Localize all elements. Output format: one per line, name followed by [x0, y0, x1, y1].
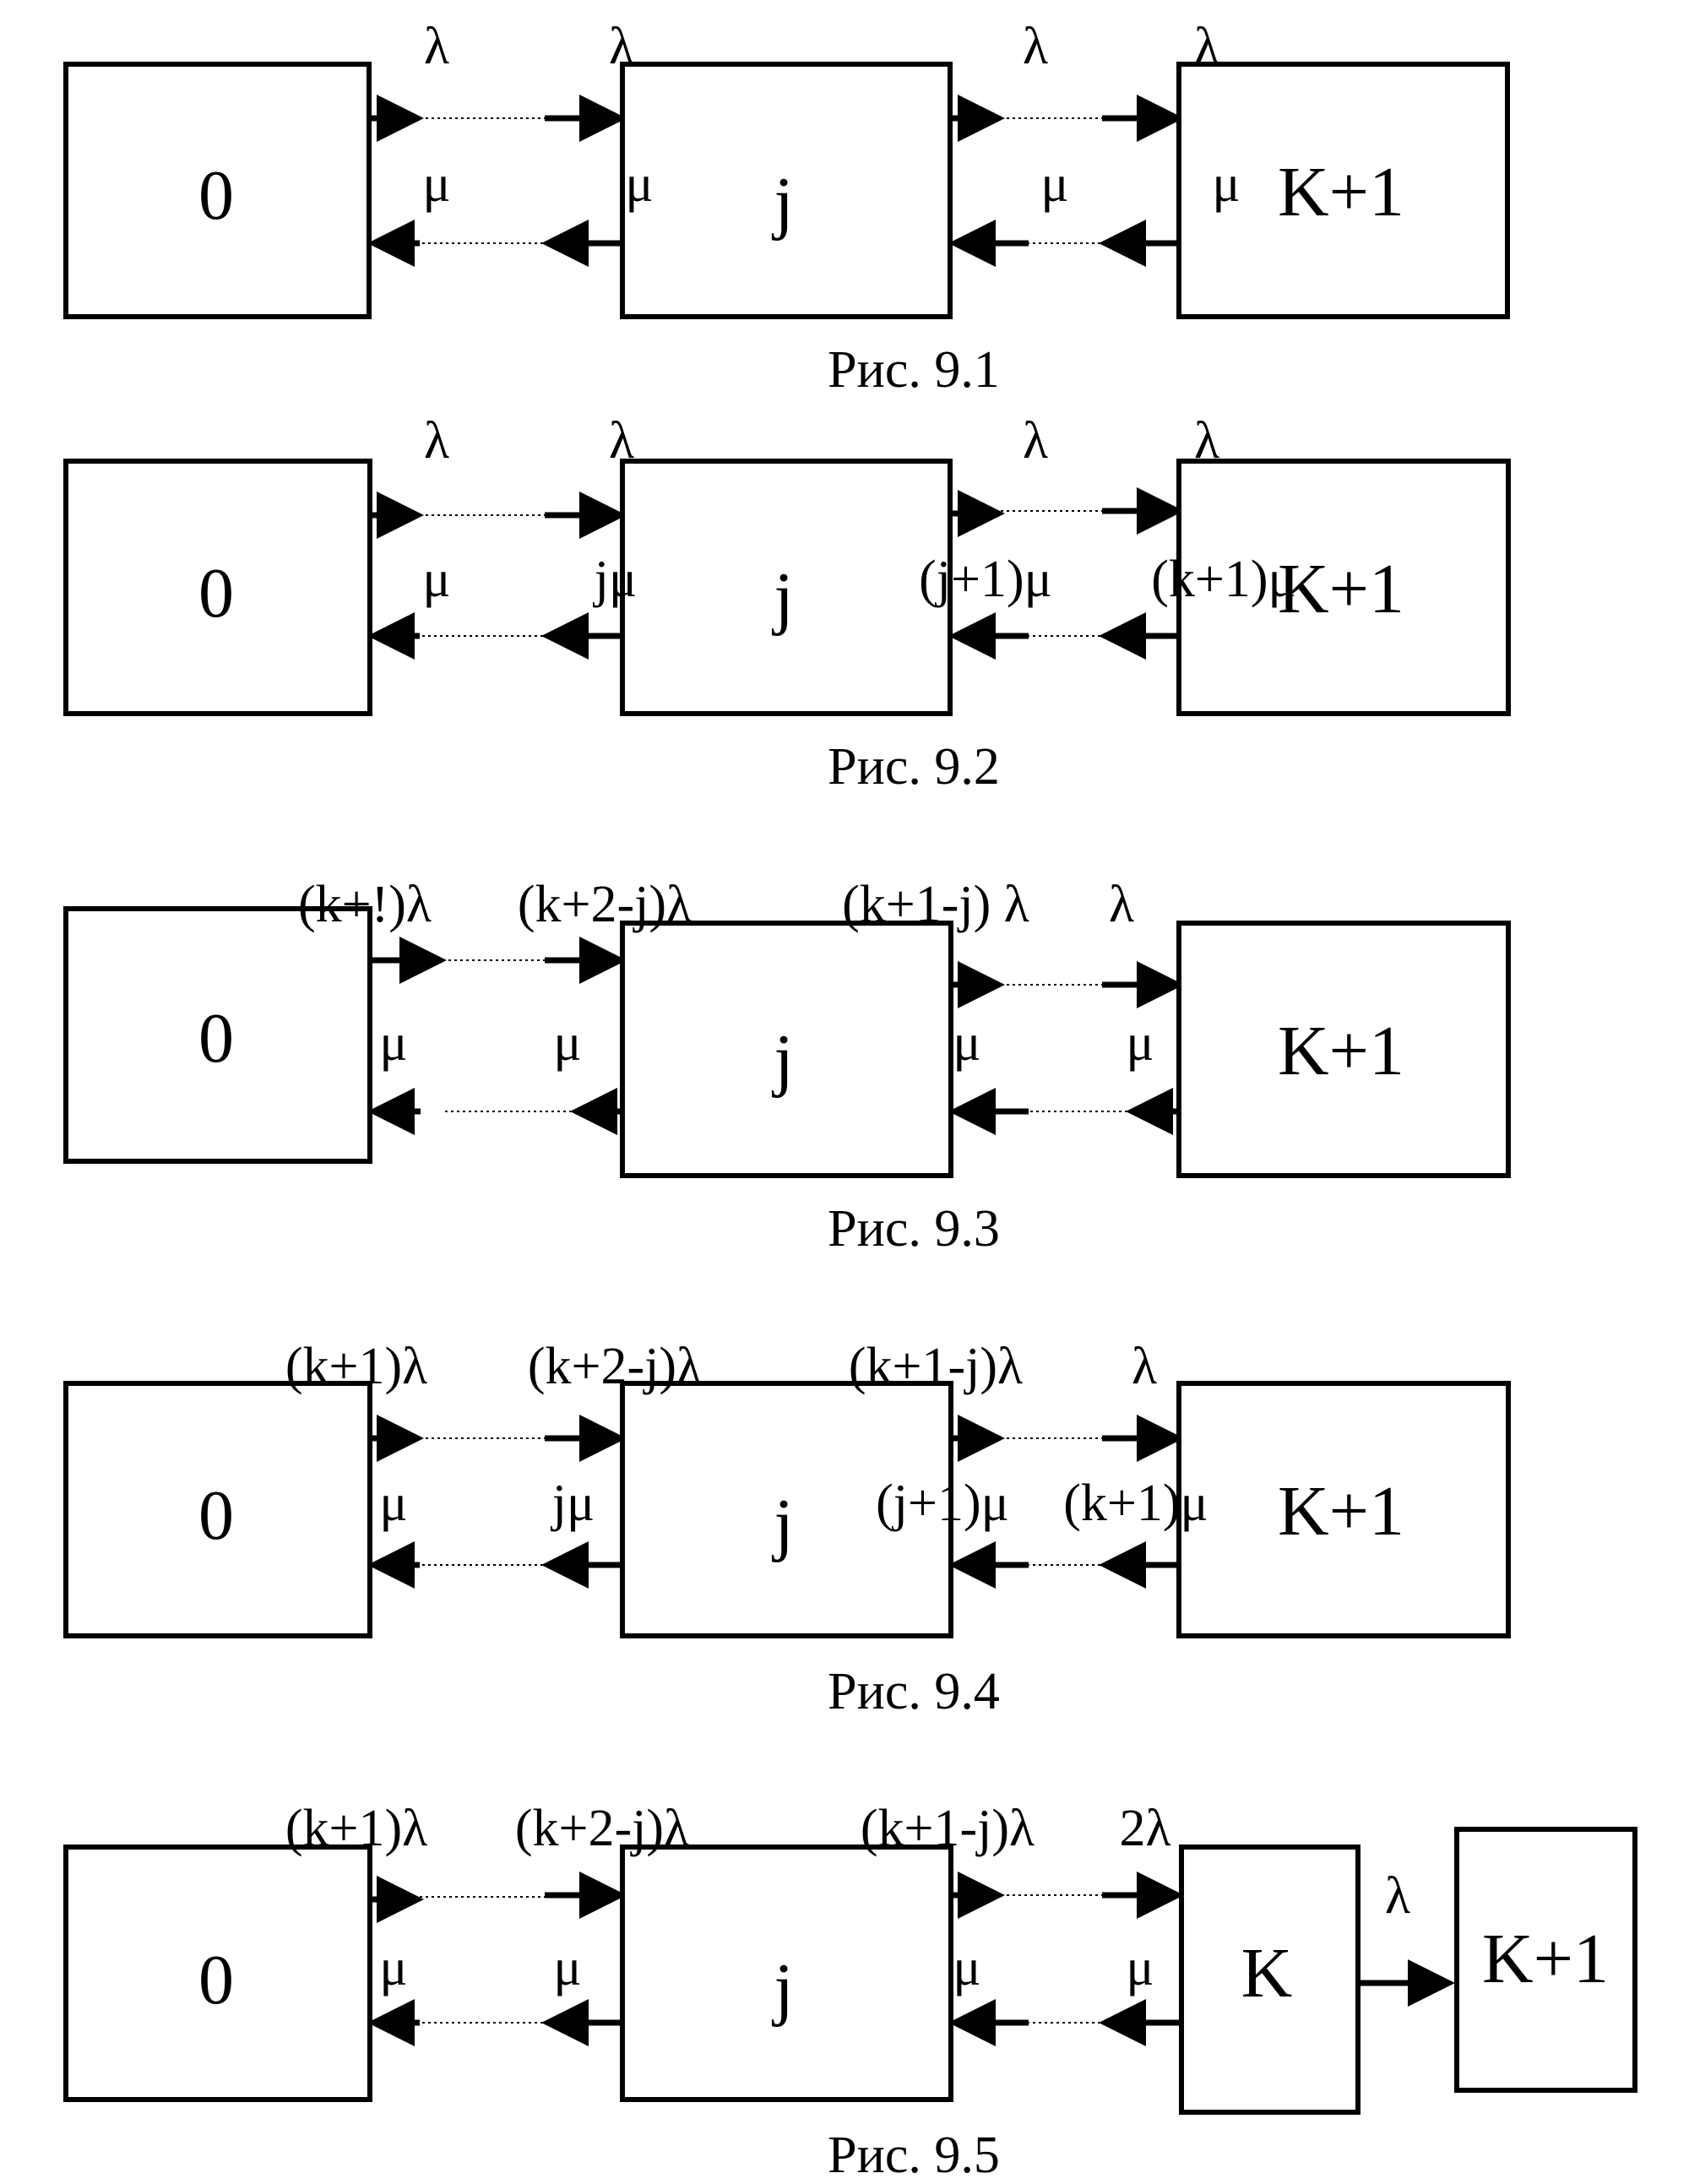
fig5-rate-bwd-b-in: μ — [953, 1939, 981, 1997]
fig4-rate-bwd-a-in: μ — [379, 1475, 408, 1532]
fig5-rate-bwd-a-out: μ — [553, 1939, 582, 1997]
fig5-rate-fwd-a-out: (k+1)λ — [285, 1800, 428, 1857]
fig2-state-k1-box — [1176, 459, 1511, 716]
fig1-state-0-box — [63, 62, 372, 319]
fig1-rate-bwd-a-out: μ — [625, 155, 654, 213]
fig2-rate-fwd-b-out: λ — [1022, 412, 1049, 470]
fig1-rate-fwd-b-in: λ — [1193, 18, 1220, 75]
fig1-rate-fwd-a-in: λ — [608, 18, 635, 75]
fig3-rate-bwd-a-in: μ — [379, 1014, 408, 1072]
fig1-rate-fwd-a-out: λ — [423, 18, 450, 75]
fig5-rate-fwd-b-out: (k+1-j)λ — [860, 1800, 1035, 1857]
fig4-state-k1: K+1 — [1277, 1472, 1405, 1551]
fig4-rate-fwd-b-in: λ — [1131, 1338, 1158, 1395]
fig1-rate-fwd-b-out: λ — [1022, 18, 1049, 75]
fig2-rate-bwd-b-in: (j+1)μ — [919, 551, 1052, 608]
fig5-rate-fwd-a-in: (k+2-j)λ — [514, 1800, 690, 1857]
fig4-state-j-box — [620, 1381, 953, 1638]
fig4-rate-fwd-a-out: (k+1)λ — [285, 1338, 428, 1395]
fig-9-1-arrows — [367, 95, 1184, 267]
fig4-state-k1-box — [1176, 1381, 1511, 1638]
fig5-state-j: j — [774, 1949, 794, 2028]
fig2-rate-fwd-a-out: λ — [423, 412, 450, 470]
fig3-rate-bwd-a-out: μ — [553, 1014, 582, 1072]
fig4-state-0-box — [63, 1381, 372, 1638]
fig2-caption: Рис. 9.2 — [828, 738, 1000, 796]
fig2-rate-fwd-a-in: λ — [608, 412, 635, 470]
fig-9-2-arrows — [367, 487, 1184, 660]
fig1-caption: Рис. 9.1 — [828, 341, 1000, 399]
fig5-state-k-box — [1179, 1844, 1360, 2115]
fig3-rate-bwd-b-in: μ — [953, 1014, 981, 1072]
fig2-state-0-box — [63, 459, 372, 716]
fig5-rate-bwd-b-out: μ — [1126, 1939, 1154, 1997]
fig4-rate-fwd-b-out: (k+1-j)λ — [848, 1338, 1024, 1395]
fig1-rate-bwd-b-out: μ — [1212, 155, 1241, 213]
fig4-state-0: 0 — [198, 1476, 234, 1555]
fig4-rate-fwd-a-in: (k+2-j)λ — [527, 1338, 703, 1395]
fig3-caption: Рис. 9.3 — [828, 1200, 1000, 1258]
fig3-state-0: 0 — [198, 999, 234, 1078]
fig1-state-k1-box — [1176, 62, 1510, 319]
fig5-state-0: 0 — [198, 1941, 234, 2019]
fig3-state-j-box — [620, 921, 953, 1178]
fig4-rate-bwd-b-out: (k+1)μ — [1063, 1475, 1208, 1532]
fig2-rate-bwd-a-out: jμ — [594, 551, 638, 608]
fig5-rate-final: λ — [1384, 1867, 1411, 1925]
fig1-rate-bwd-b-in: μ — [1040, 155, 1069, 213]
fig1-rate-bwd-a-in: μ — [422, 155, 451, 213]
fig5-state-j-box — [620, 1844, 953, 2102]
fig2-rate-bwd-b-out: (k+1)μ — [1151, 551, 1296, 608]
fig4-caption: Рис. 9.4 — [828, 1663, 1000, 1720]
fig5-state-k: K — [1241, 1934, 1293, 2013]
fig3-state-k1: K+1 — [1277, 1012, 1405, 1090]
fig3-state-0-box — [63, 906, 372, 1164]
fig1-state-k1: K+1 — [1277, 153, 1405, 231]
fig-9-5-arrows — [367, 1872, 1455, 2046]
fig5-state-k1-box — [1454, 1827, 1637, 2093]
fig3-rate-fwd-a-out: (k+!)λ — [298, 876, 432, 933]
fig4-state-j: j — [774, 1485, 794, 1563]
fig4-rate-bwd-b-in: (j+1)μ — [876, 1475, 1009, 1532]
fig3-rate-fwd-b-in: λ — [1108, 876, 1135, 933]
fig2-state-j-box — [620, 459, 953, 716]
fig2-state-k1: K+1 — [1277, 550, 1405, 628]
fig1-state-0: 0 — [198, 156, 234, 235]
fig-9-4-arrows — [367, 1415, 1184, 1589]
fig5-rate-bwd-a-in: μ — [379, 1939, 408, 1997]
fig5-state-k1: K+1 — [1481, 1920, 1610, 1998]
fig5-state-0-box — [63, 1844, 372, 2102]
fig5-caption: Рис. 9.5 — [828, 2127, 1000, 2184]
fig3-state-j: j — [774, 1020, 794, 1099]
fig2-state-0: 0 — [198, 554, 234, 633]
fig4-rate-bwd-a-out: jμ — [551, 1475, 595, 1532]
fig3-rate-bwd-b-out: μ — [1126, 1014, 1154, 1072]
fig3-rate-fwd-a-in: (k+2-j)λ — [517, 876, 692, 933]
fig2-state-j: j — [774, 558, 794, 637]
fig1-state-j-box — [620, 62, 953, 319]
fig1-state-j: j — [774, 163, 794, 242]
fig3-rate-fwd-b-out: (k+1-j) λ — [842, 876, 1029, 933]
fig2-rate-bwd-a-in: μ — [422, 551, 451, 608]
fig-9-3-arrows — [367, 937, 1184, 1135]
fig5-rate-fwd-b-in: 2λ — [1119, 1800, 1171, 1857]
fig3-state-k1-box — [1176, 921, 1511, 1178]
fig2-rate-fwd-b-in: λ — [1193, 412, 1220, 470]
